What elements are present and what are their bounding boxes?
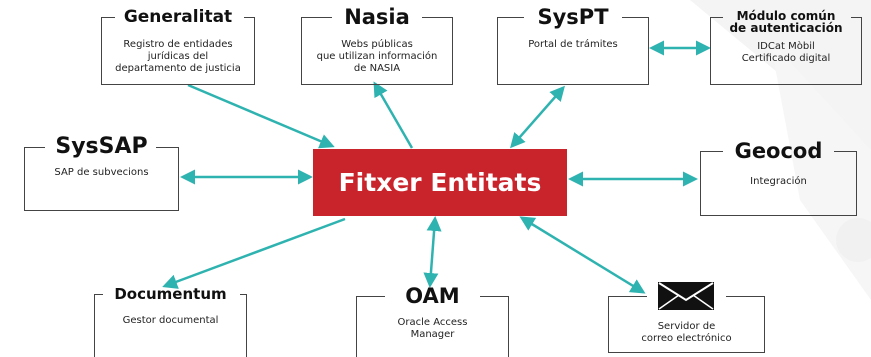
- node-desc-line: Oracle Access: [397, 317, 468, 328]
- envelope-icon: [658, 282, 714, 310]
- node-desc-line: Integración: [750, 176, 807, 187]
- node-desc-line: jurídicas del: [147, 51, 209, 62]
- arrow-nasia: [373, 81, 414, 149]
- node-title: SysSAP: [55, 134, 148, 159]
- node-syssap: SysSAP SAP de subvecions: [24, 136, 179, 211]
- node-title: OAM: [405, 284, 460, 308]
- node-correo: Servidor de correo electrónico: [608, 282, 765, 353]
- node-desc-line: Manager: [410, 329, 455, 340]
- node-generalitat: Generalitat Registro de entidades jurídi…: [101, 9, 255, 85]
- node-oam: OAM Oracle Access Manager: [356, 286, 509, 357]
- arrow-documentum: [162, 217, 346, 289]
- node-desc-line: de NASIA: [353, 63, 401, 74]
- node-title: Geocod: [734, 139, 823, 163]
- arrow-syspt: [510, 85, 565, 149]
- node-desc-line: Registro de entidades: [123, 39, 233, 50]
- node-desc-line: departamento de justicia: [115, 63, 241, 74]
- node-documentum: Documentum Gestor documental: [94, 287, 247, 357]
- center-node: Fitxer Entitats: [313, 149, 567, 216]
- node-desc-line: correo electrónico: [641, 333, 732, 344]
- node-desc-line: Webs públicas: [341, 39, 413, 50]
- node-title: Generalitat: [123, 7, 233, 27]
- node-title: SysPT: [537, 5, 609, 29]
- center-label: Fitxer Entitats: [338, 168, 542, 197]
- node-desc-line: IDCat Mòbil: [757, 41, 815, 52]
- node-desc-line: Certificado digital: [741, 53, 831, 64]
- node-nasia: Nasia Webs públicas que utilizan informa…: [301, 7, 453, 85]
- node-desc-line: Gestor documental: [122, 315, 219, 326]
- arrow-oam: [423, 216, 442, 288]
- node-modulo-autenticacion: Módulo común de autenticación IDCat Mòbi…: [710, 10, 862, 85]
- node-title: Documentum: [114, 285, 227, 303]
- node-title-line: Módulo común: [736, 9, 836, 23]
- node-desc-line: SAP de subvecions: [54, 167, 149, 178]
- arrow-correo: [519, 216, 646, 294]
- node-desc-line: Portal de trámites: [528, 39, 618, 50]
- node-syspt: SysPT Portal de trámites: [497, 7, 649, 85]
- arrow-generalitat: [187, 83, 335, 149]
- node-title-line: de autenticación: [729, 21, 843, 35]
- node-geocod: Geocod Integración: [700, 141, 857, 216]
- node-desc-line: que utilizan información: [316, 51, 438, 62]
- node-title: Nasia: [344, 5, 410, 29]
- node-desc-line: Servidor de: [657, 321, 716, 332]
